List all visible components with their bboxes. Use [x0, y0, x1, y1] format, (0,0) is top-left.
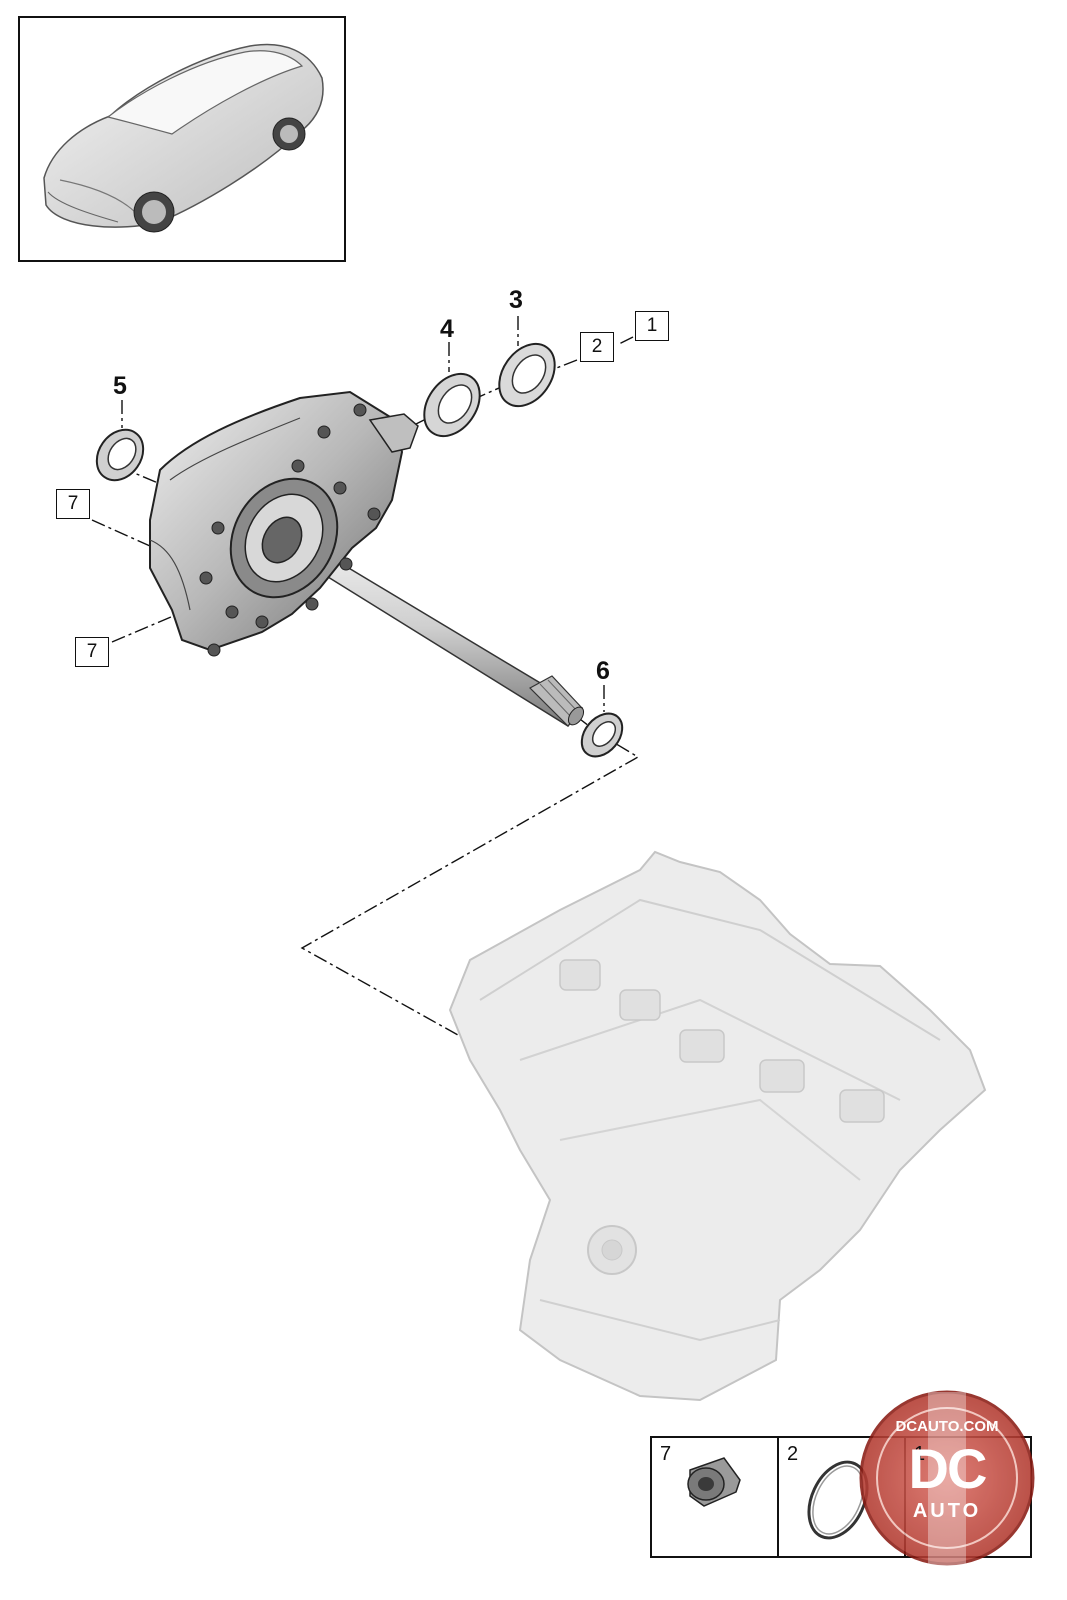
dcauto-watermark-logo: [859, 1390, 1035, 1567]
callout-number-3: 3: [509, 286, 523, 314]
transfer-case-housing: [149, 390, 419, 657]
callout-box-7-upper: 7: [56, 489, 90, 519]
callout-box-2: 2: [580, 332, 614, 362]
seal-ring-4: [423, 372, 481, 438]
watermark-letters: DC: [908, 1437, 988, 1500]
seal-ring-5: [95, 428, 145, 482]
sealing-ring-icon: [807, 1460, 869, 1540]
callout-box-7-lower: 7: [75, 637, 109, 667]
watermark-word: AUTO: [912, 1500, 982, 1522]
engine-block: [448, 850, 987, 1402]
car-illustration: [43, 43, 324, 233]
legend-label-sealing-ring: 2: [787, 1443, 799, 1465]
screw-plug-icon: [687, 1457, 741, 1507]
legend-label-screw-plug: 7: [660, 1443, 672, 1465]
seal-ring-6: [580, 712, 624, 758]
callout-number-6: 6: [596, 657, 610, 685]
vehicle-thumbnail: [18, 16, 346, 262]
legend-label-drive-assembly: 1: [914, 1443, 926, 1465]
seal-ring-3: [498, 342, 556, 408]
callout-box-1: 1: [635, 311, 669, 341]
callout-number-4: 4: [440, 315, 454, 343]
callout-number-5: 5: [113, 372, 127, 400]
watermark-site: DCAUTO.COM: [895, 1418, 999, 1435]
